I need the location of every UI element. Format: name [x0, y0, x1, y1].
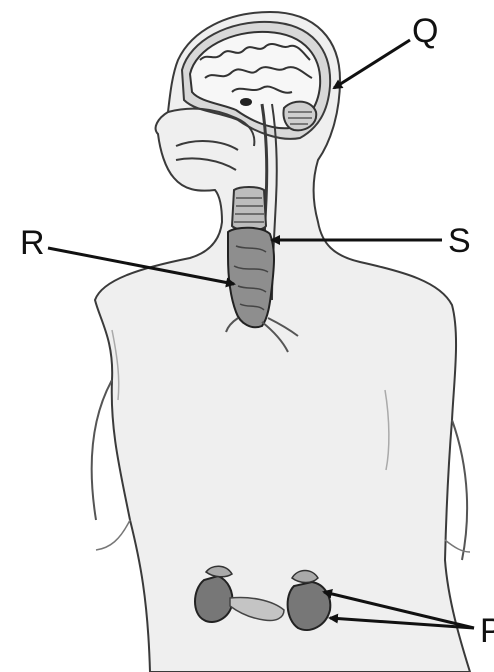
left-waist-line: [96, 520, 130, 550]
label-r: R: [20, 226, 45, 260]
pituitary: [240, 98, 252, 106]
right-kidney: [288, 582, 331, 630]
label-s: S: [448, 224, 471, 258]
cerebellum: [283, 102, 316, 131]
label-q: Q: [412, 14, 438, 48]
left-kidney: [195, 576, 232, 622]
trachea: [232, 187, 266, 231]
right-waist-line: [445, 540, 470, 552]
arrow-q: [334, 40, 410, 88]
left-arm-line: [92, 380, 112, 520]
label-p: P: [480, 614, 494, 648]
right-arm-line: [452, 420, 467, 560]
